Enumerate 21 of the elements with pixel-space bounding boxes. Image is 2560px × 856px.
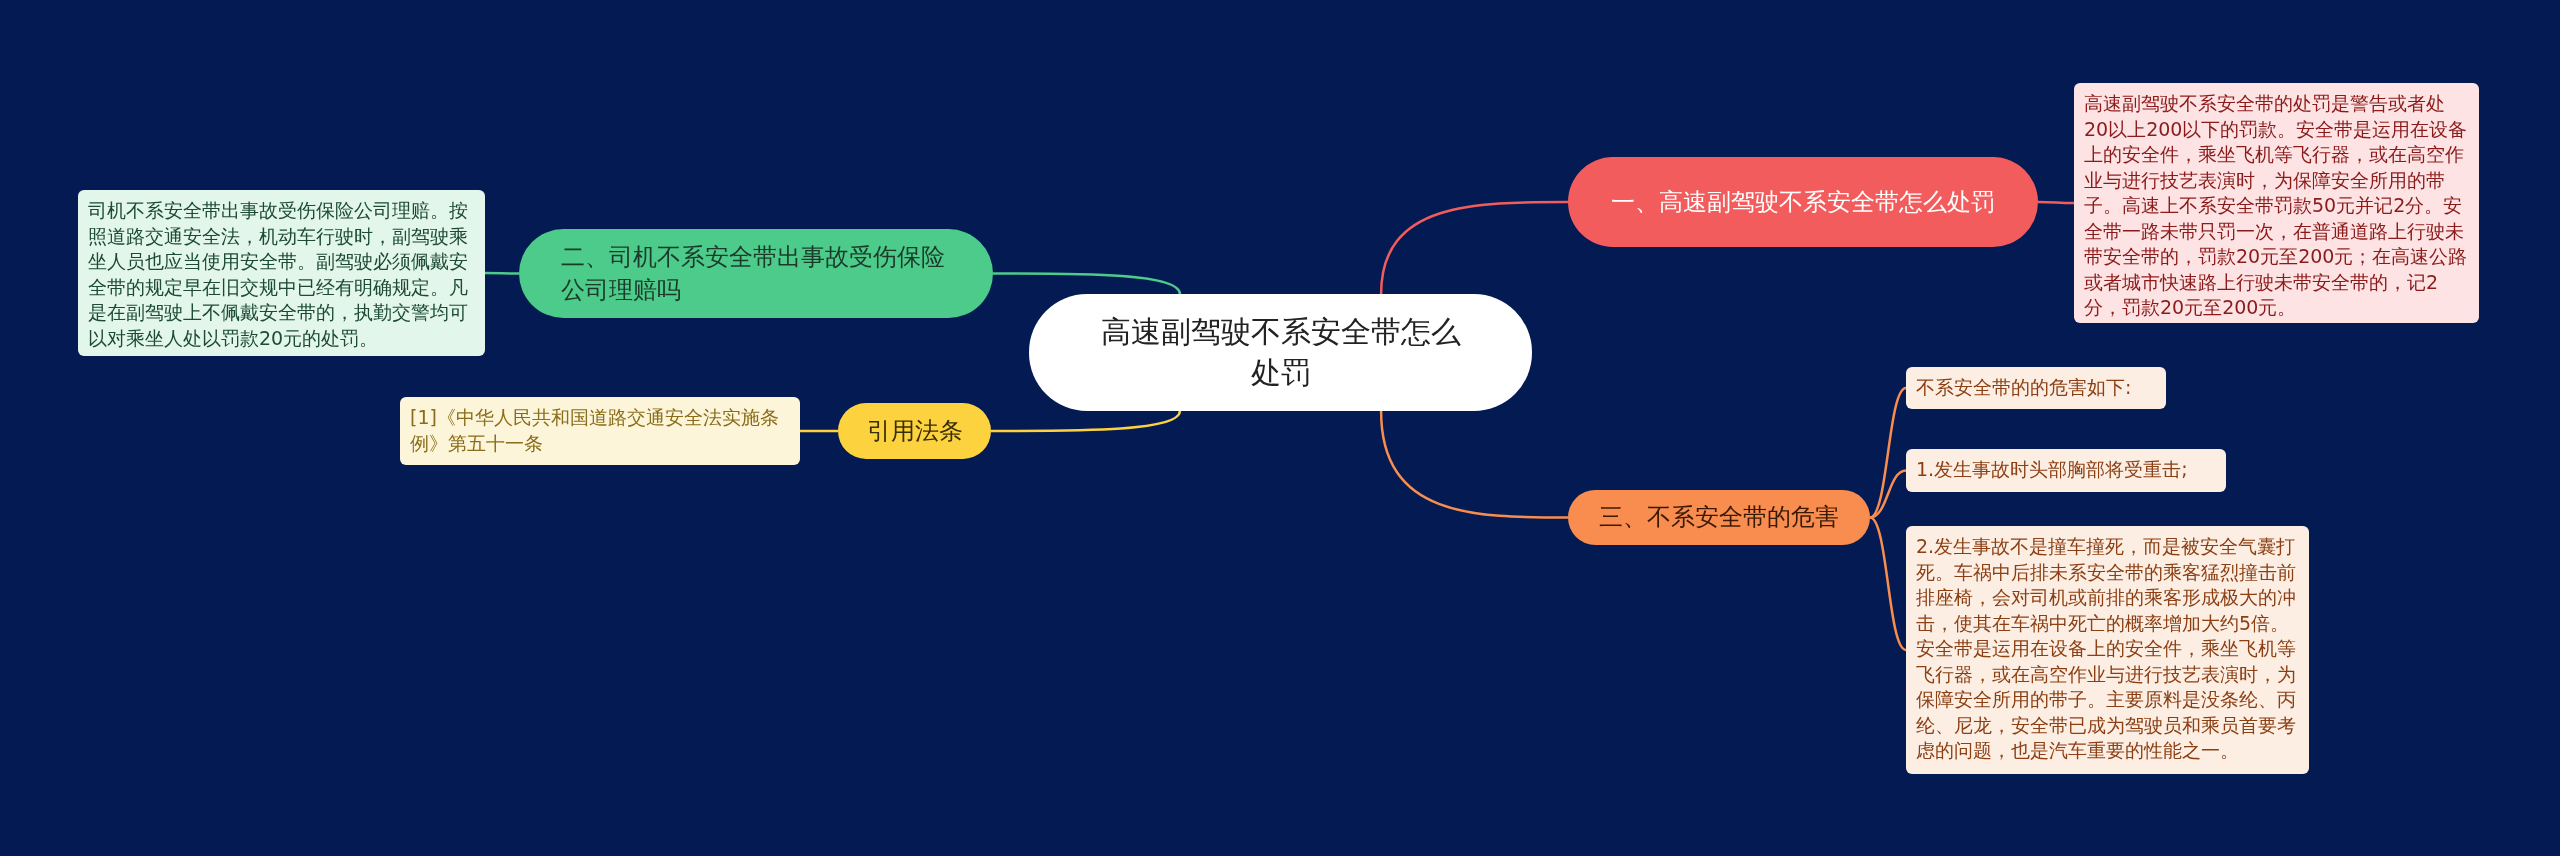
connector-line (1869, 469, 1907, 519)
central-topic-box: 高速副驾驶不系安全带怎么处罚 (1029, 294, 1532, 411)
connector-line (1379, 410, 1568, 519)
detail-box: 不系安全带的的危害如下: (1906, 367, 2166, 409)
detail-box: [1]《中华人民共和国道路交通安全法实施条例》第五十一条 (400, 397, 800, 465)
connector-line (485, 271, 519, 275)
detail-box: 1.发生事故时头部胸部将受重击; (1906, 449, 2226, 492)
detail-box: 高速副驾驶不系安全带的处罚是警告或者处20以上200以下的罚款。安全带是运用在设备上的安全件，乘坐飞机等飞行器，或在高空作业与进行技艺表演时，为保障安全所用的带子。高速上不系安全带罚款50元并记2分。安全带一路未带只罚一次，在普通道路上行驶未带安全带的，罚款20元至200元；在高速公路或者城市快速路上行驶未带安全带的，记2分，罚款20元至200元。 (2074, 83, 2479, 323)
connector-line (1379, 200, 1568, 295)
topic-box: 二、司机不系安全带出事故受伤保险公司理赔吗 (519, 229, 993, 318)
topic-box: 一、高速副驾驶不系安全带怎么处罚 (1568, 157, 2038, 247)
connector-line (2038, 200, 2074, 205)
topic-box: 引用法条 (838, 403, 991, 459)
topic-box: 三、不系安全带的危害 (1568, 490, 1870, 545)
detail-box: 司机不系安全带出事故受伤保险公司理赔。按照道路交通安全法，机动车行驶时，副驾驶乘坐人员也应当使用安全带。副驾驶必须佩戴安全带的规定早在旧交规中已经有明确规定。凡是在副驾驶上不佩戴安全带的，执勤交警均可以对乘坐人处以罚款20元的处罚。 (78, 190, 485, 356)
connector-line (1869, 516, 1907, 652)
connector-line (993, 272, 1182, 295)
connector-line (800, 429, 838, 433)
connector-line (991, 410, 1182, 433)
detail-box: 2.发生事故不是撞车撞死，而是被安全气囊打死。车祸中后排未系安全带的乘客猛烈撞击前排座椅，会对司机或前排的乘客形成极大的冲击，使其在车祸中死亡的概率增加大约5倍。安全带是运用在设备上的安全件，乘坐飞机等飞行器，或在高空作业与进行技艺表演时，为保障安全所用的带子。主要原料是没条纶、丙纶、尼龙，安全带已成为驾驶员和乘员首要考虑的问题，也是汽车重要的性能之一。 (1906, 526, 2309, 774)
connector-line (1869, 386, 1907, 519)
